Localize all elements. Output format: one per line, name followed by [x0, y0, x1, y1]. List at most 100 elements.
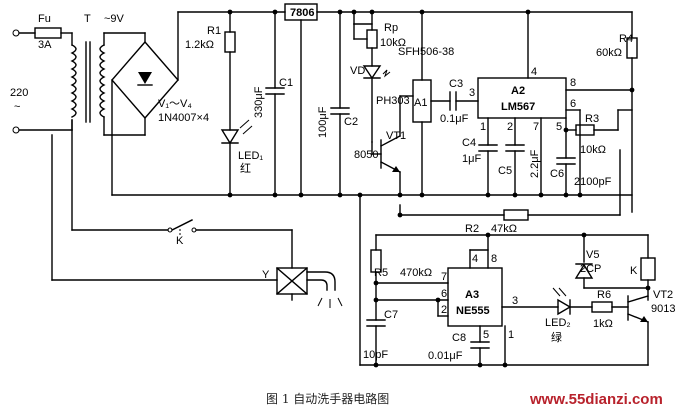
- bridge-rectifier: [111, 11, 179, 196]
- fuse: [34, 27, 62, 39]
- label-c5-val: 2.2μF: [529, 149, 541, 178]
- decoder-a2-lm567: [477, 11, 633, 196]
- watermark: www.55dianzi.com: [529, 391, 663, 408]
- label-bridge-val: 1N4007×4: [158, 112, 209, 124]
- pin-a2-2: 2: [507, 121, 513, 133]
- label-r4: R4: [619, 33, 633, 45]
- pin-a2-1: 1: [480, 121, 486, 133]
- label-rp-val: 10kΩ: [380, 37, 406, 49]
- label-vt1: VT1: [386, 130, 406, 142]
- label-y: Y: [262, 269, 270, 281]
- label-sec-voltage: ~9V: [104, 13, 125, 25]
- label-r6: R6: [597, 289, 611, 301]
- label-ph303: PH303: [376, 95, 410, 107]
- component-labels: Fu 3A 220 ~ T ~9V R1 1.2kΩ V₁～V₄ 1N4007×…: [10, 7, 675, 362]
- transistor-vt2: [627, 295, 649, 366]
- pin-a2-8: 8: [570, 77, 576, 89]
- label-r2: R2: [465, 223, 479, 235]
- capacitor-c4: [478, 144, 498, 196]
- label-c4-val: 1μF: [462, 153, 481, 165]
- pin-a3-3: 3: [512, 295, 518, 307]
- label-c4: C4: [462, 137, 476, 149]
- pin-a3-7: 7: [441, 271, 447, 283]
- label-c8: C8: [452, 332, 466, 344]
- label-r5-val: 470kΩ: [400, 267, 432, 279]
- capacitor-c8: [470, 341, 490, 366]
- label-led1-color: 红: [240, 162, 251, 175]
- label-a2-val: LM567: [501, 101, 535, 113]
- timer-a3-ne555: [437, 234, 559, 366]
- resistor-r6: [591, 301, 629, 313]
- pin-a3-5: 5: [483, 329, 489, 341]
- resistor-r5: [370, 249, 449, 321]
- label-sfh: SFH506-38: [398, 46, 454, 58]
- label-r2-val: 47kΩ: [491, 223, 517, 235]
- solenoid-valve-y: [51, 134, 343, 308]
- pin-a3-2: 2: [441, 304, 447, 316]
- r1-led1: [220, 11, 253, 196]
- led2: [552, 287, 593, 316]
- label-rp: Rp: [384, 22, 398, 34]
- label-relay-k: K: [630, 265, 638, 277]
- capacitor-c5: [505, 144, 525, 196]
- ir-receiver-a1: [399, 11, 451, 196]
- pin-a2-4: 4: [531, 66, 537, 78]
- label-led1: LED₁: [238, 150, 263, 162]
- label-r5: R5: [374, 267, 388, 279]
- label-c7: C7: [384, 309, 398, 321]
- switch-k: [71, 219, 293, 269]
- label-v5: V5: [586, 249, 599, 261]
- label-led2: LED₂: [545, 317, 571, 329]
- label-transformer: T: [84, 13, 91, 25]
- label-r1: R1: [207, 25, 221, 37]
- label-a1: A1: [414, 97, 427, 109]
- label-c6: C6: [550, 168, 564, 180]
- capacitor-c3: [449, 91, 479, 111]
- label-fu: Fu: [38, 13, 51, 25]
- label-a2: A2: [511, 85, 525, 97]
- label-k: K: [176, 235, 184, 247]
- resistor-r4: [626, 11, 638, 213]
- junction-dots: [227, 9, 651, 368]
- pin-a2-6: 6: [570, 98, 576, 110]
- label-r6-val: 1kΩ: [593, 318, 613, 330]
- label-vt2: VT2: [653, 289, 673, 301]
- label-c3-val: 0.1μF: [440, 113, 469, 125]
- label-vt2-val: 9013: [651, 303, 675, 315]
- label-c2-val: 100μF: [317, 106, 329, 138]
- label-r1-val: 1.2kΩ: [185, 39, 214, 51]
- pin-a2-5: 5: [556, 121, 562, 133]
- label-vd: VD: [350, 65, 365, 77]
- figure-caption: 图 1 自动洗手器电路图: [266, 391, 389, 406]
- pin-a3-6: 6: [441, 288, 447, 300]
- label-a3-val: NE555: [456, 305, 490, 317]
- label-r3-val: 10kΩ: [580, 144, 606, 156]
- label-c3: C3: [449, 78, 463, 90]
- capacitor-c7: [366, 319, 386, 366]
- label-a3: A3: [465, 289, 479, 301]
- label-c2: C2: [344, 116, 358, 128]
- label-r3: R3: [585, 113, 599, 125]
- label-bridge: V₁～V₄: [158, 98, 192, 110]
- label-c1: C1: [279, 77, 293, 89]
- label-v5-val: 2CP: [580, 263, 601, 275]
- pin-a3-8: 8: [491, 253, 497, 265]
- label-r4-val: 60kΩ: [596, 47, 622, 59]
- capacitor-c2: [330, 11, 350, 196]
- pin-a2-7: 7: [533, 121, 539, 133]
- label-reg: 7806: [290, 7, 314, 19]
- label-c8-val: 0.01μF: [428, 350, 463, 362]
- label-vt1-val: 8050: [354, 149, 378, 161]
- pin-a3-1: 1: [508, 329, 514, 341]
- label-fu-val: 3A: [38, 39, 52, 51]
- label-mains-tilde: ~: [14, 101, 20, 113]
- label-c5: C5: [498, 165, 512, 177]
- pin-a3-4: 4: [472, 253, 478, 265]
- resistor-r2: [399, 149, 621, 221]
- label-c1-val: 330μF: [253, 86, 265, 118]
- regulator-7806: [284, 3, 318, 196]
- label-c6-val: 2100pF: [574, 176, 612, 188]
- transformer: [70, 32, 146, 231]
